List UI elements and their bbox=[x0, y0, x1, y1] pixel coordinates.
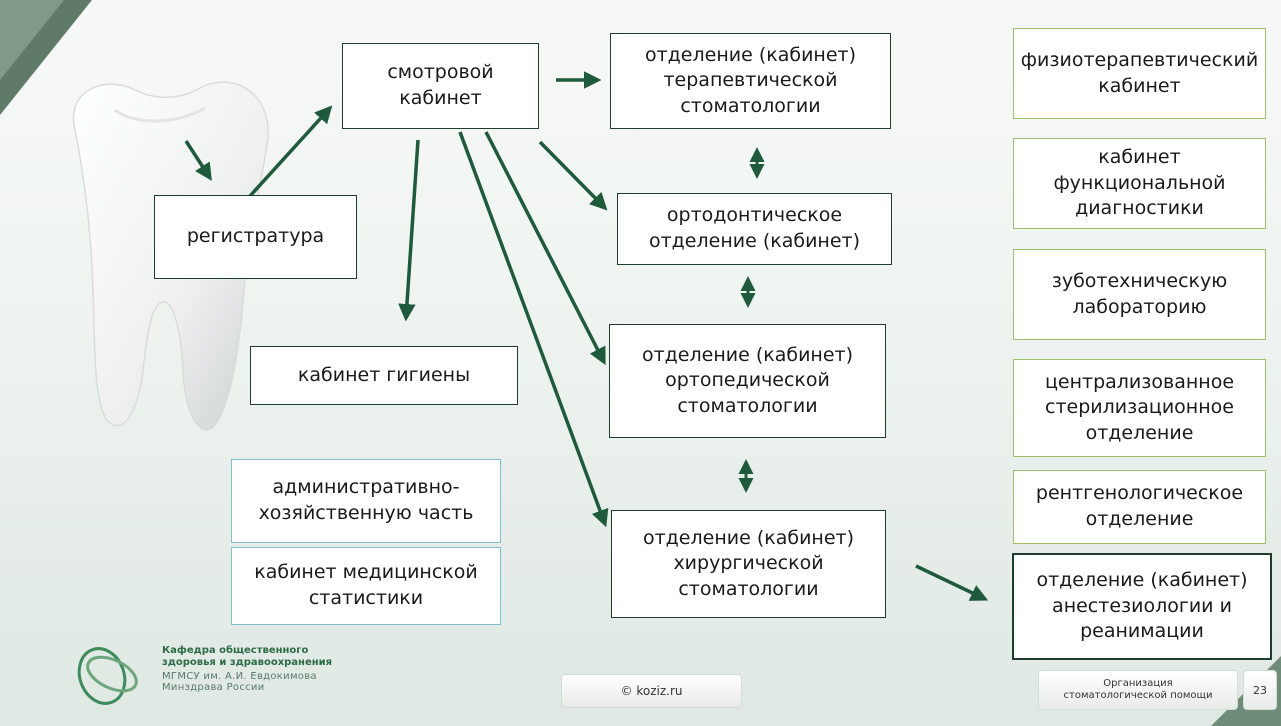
node-steril: централизованное стерилизационное отделе… bbox=[1013, 359, 1266, 457]
department-organization: МГМСУ им. А.И. Евдокимова Минздрава Росс… bbox=[162, 671, 317, 693]
node-admin: административно- хозяйственную часть bbox=[231, 459, 501, 543]
arrow-hirurg-to-anestez bbox=[915, 564, 989, 601]
arrow-into-registratura bbox=[184, 140, 212, 181]
arrow-smotrovoy-to-gigiena bbox=[398, 139, 420, 322]
department-logo bbox=[77, 647, 138, 705]
arrow-smotrovoy-to-ortodont bbox=[538, 140, 608, 211]
node-ortodont: ортодонтическое отделение (кабинет) bbox=[617, 193, 892, 265]
corner-decoration-top-left-inner bbox=[0, 0, 64, 80]
node-funkc: кабинет функциональной диагностики bbox=[1013, 138, 1266, 229]
copyright-badge: © koziz.ru bbox=[561, 674, 742, 708]
node-hirurg: отделение (кабинет) хирургической стомат… bbox=[611, 510, 886, 618]
node-rentgen: рентгенологическое отделение bbox=[1013, 470, 1266, 544]
arrow-smotrovoy-to-ortoped bbox=[484, 131, 606, 366]
node-terapevt: отделение (кабинет) терапевтической стом… bbox=[610, 33, 891, 129]
node-smotrovoy: смотровой кабинет bbox=[342, 43, 539, 129]
topic-badge: Организация стоматологической помощи bbox=[1038, 670, 1238, 710]
node-registratura: регистратура bbox=[154, 195, 357, 279]
arrow-smotrovoy-to-hirurg bbox=[458, 131, 609, 528]
node-statistika: кабинет медицинской статистики bbox=[231, 547, 501, 625]
arrow-registratura-to-smotrovoy bbox=[248, 105, 333, 198]
node-zubotech: зуботехническую лабораторию bbox=[1013, 249, 1266, 340]
node-fizio: физиотерапевтический кабинет bbox=[1013, 28, 1266, 119]
node-anestez: отделение (кабинет) анестезиологии и реа… bbox=[1012, 553, 1272, 660]
department-name: Кафедра общественного здоровья и здравоо… bbox=[162, 645, 333, 668]
node-gigiena: кабинет гигиены bbox=[250, 346, 518, 405]
page-number: 23 bbox=[1243, 670, 1277, 710]
node-ortoped: отделение (кабинет) ортопедической стома… bbox=[609, 324, 886, 438]
